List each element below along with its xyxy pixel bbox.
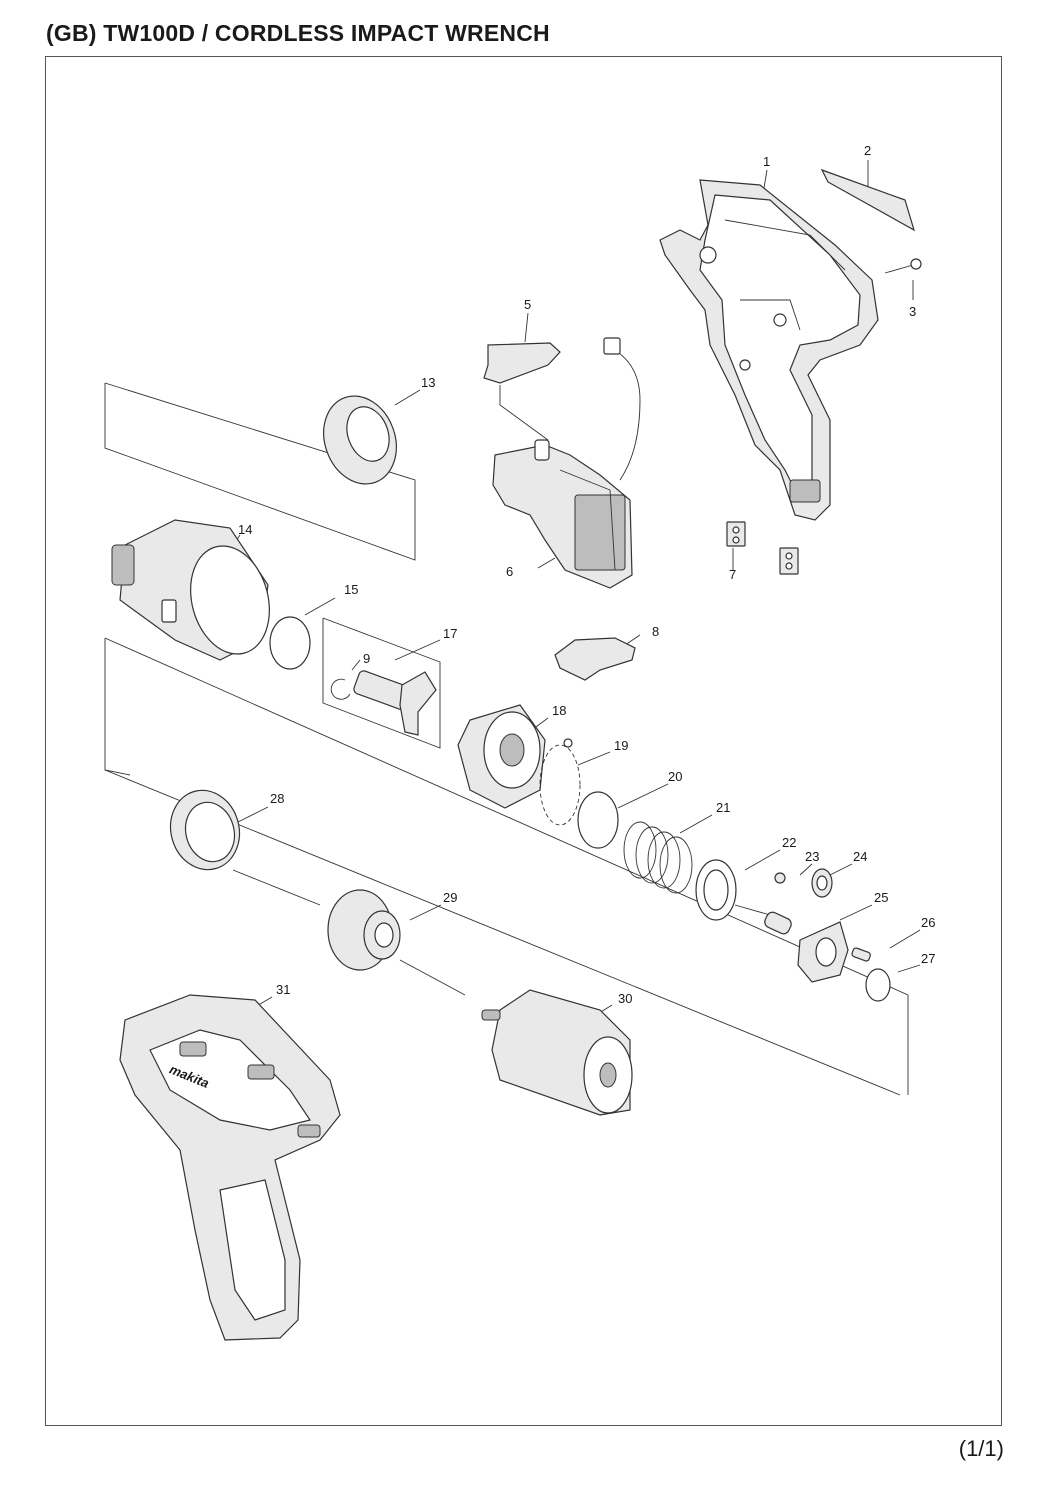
- part-label-5: 5: [524, 297, 531, 312]
- part-label-26: 26: [921, 915, 935, 930]
- motor-part: [481, 989, 633, 1116]
- retaining-ring-part: [169, 789, 241, 871]
- part-label-20: 20: [668, 769, 682, 784]
- part-label-15: 15: [344, 582, 358, 597]
- steel-ball-part: [539, 738, 581, 826]
- part-label-30: 30: [618, 991, 632, 1006]
- part-label-31: 31: [276, 982, 290, 997]
- part-label-27: 27: [921, 951, 935, 966]
- part-label-18: 18: [552, 703, 566, 718]
- pin-part: [851, 947, 871, 962]
- anvil-part: [330, 670, 437, 736]
- part-label-14: 14: [238, 522, 252, 537]
- spindle-part: [764, 911, 849, 983]
- part-label-28: 28: [270, 791, 284, 806]
- part-label-22: 22: [782, 835, 796, 850]
- hammer-case-part: [111, 519, 270, 661]
- part-label-19: 19: [614, 738, 628, 753]
- compression-spring-part: [623, 821, 693, 894]
- part-label-7: 7: [729, 567, 736, 582]
- page-number: (1/1): [958, 1436, 1004, 1461]
- small-ball-part: [774, 872, 786, 884]
- part-label-29: 29: [443, 890, 457, 905]
- bracket-part: [554, 637, 636, 681]
- part-label-13: 13: [421, 375, 435, 390]
- bumper-ring-part: [323, 395, 397, 485]
- washer-small-part: [865, 968, 891, 1002]
- part-labels: 1 2 3 5 6 7 8 9 13 14 15 17 18 19 20 21 …: [238, 143, 935, 1006]
- part-label-23: 23: [805, 849, 819, 864]
- housing-half-part: [659, 179, 879, 521]
- screw-part: [884, 258, 922, 274]
- contact-part: [726, 521, 799, 575]
- diagram-frame: [45, 56, 1002, 1426]
- part-label-24: 24: [853, 849, 867, 864]
- switch-part: [492, 337, 641, 589]
- part-label-25: 25: [874, 890, 888, 905]
- part-label-6: 6: [506, 564, 513, 579]
- bearing-retainer-part: [327, 889, 401, 971]
- lock-plate-part: [483, 342, 561, 384]
- part-label-8: 8: [652, 624, 659, 639]
- nameplate-part: [820, 168, 915, 232]
- washer-part: [269, 616, 311, 670]
- part-label-21: 21: [716, 800, 730, 815]
- part-label-1: 1: [763, 154, 770, 169]
- part-label-17: 17: [443, 626, 457, 641]
- hammer-part: [457, 704, 546, 809]
- complete-housing-part: makita: [119, 994, 341, 1341]
- ring-part: [695, 859, 737, 921]
- part-label-2: 2: [864, 143, 871, 158]
- flat-washer-part: [577, 791, 619, 849]
- page-title: (GB) TW100D / CORDLESS IMPACT WRENCH: [46, 20, 550, 46]
- part-label-9: 9: [363, 651, 370, 666]
- gear-part: [811, 868, 833, 898]
- part-label-3: 3: [909, 304, 916, 319]
